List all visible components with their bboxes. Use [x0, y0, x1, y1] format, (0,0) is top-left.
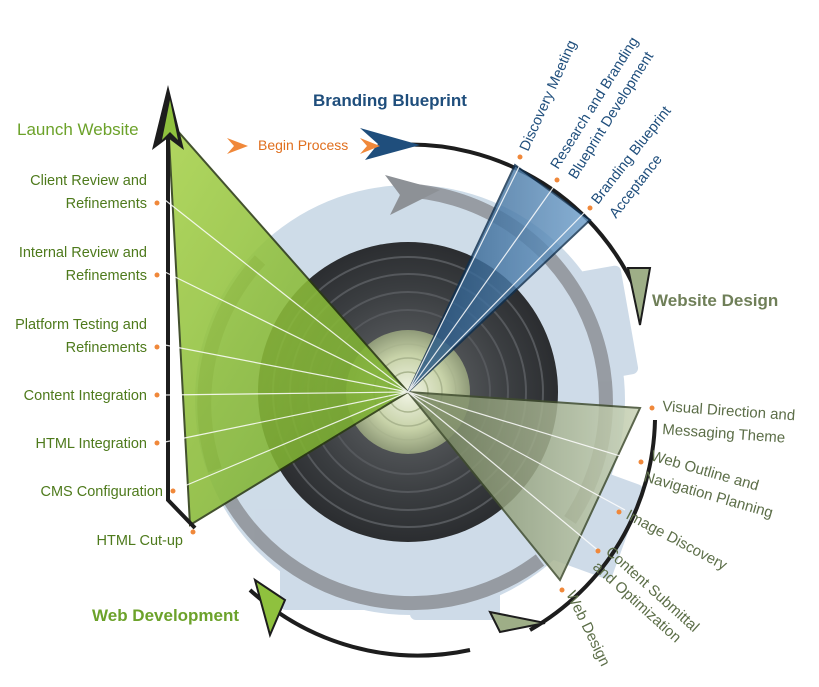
branding-arrow-icon — [360, 128, 420, 160]
internal-review-step-line2: Refinements — [66, 268, 147, 284]
branding-wedge — [407, 163, 592, 393]
cms-configuration-step: CMS Configuration — [41, 484, 164, 500]
client-review-step-line2: Refinements — [66, 196, 147, 212]
launch-arrow-inner-icon — [162, 100, 178, 140]
website-design-arrow-icon — [626, 267, 652, 326]
content-integration-step: Content Integration — [24, 388, 147, 404]
client-review-step-line1: Client Review and — [30, 173, 147, 189]
visual-direction-step-line1: Visual Direction and — [662, 398, 796, 424]
development-step-dots — [154, 200, 196, 535]
image-discovery-step: Image Discovery — [623, 507, 730, 575]
website-design-title: Website Design — [652, 291, 778, 310]
design-step-dots — [559, 405, 655, 593]
inner-cycle-arrow-icon — [385, 175, 440, 215]
begin-chevron-end-icon — [360, 138, 380, 154]
begin-chevron-icon — [227, 138, 248, 154]
web-development-arrow-icon — [253, 577, 287, 639]
web-design-step: Web Design — [562, 588, 613, 669]
html-integration-step: HTML Integration — [36, 436, 147, 452]
launch-arrow-shaft — [166, 120, 197, 530]
web-design-arrow-icon — [488, 610, 546, 634]
web-development-wedge — [166, 117, 410, 527]
web-development-title: Web Development — [92, 606, 239, 625]
visual-direction-step-line2: Messaging Theme — [662, 421, 786, 447]
branding-step-dots — [517, 154, 593, 211]
launch-website-title: Launch Website — [17, 120, 139, 139]
platform-testing-step-line1: Platform Testing and — [15, 317, 147, 333]
step-rays — [164, 164, 641, 553]
branding-blueprint-title: Branding Blueprint — [313, 91, 467, 110]
website-design-wedge — [405, 390, 642, 582]
development-steps: Client Review and Refinements Internal R… — [15, 173, 183, 549]
html-cutup-step: HTML Cut-up — [97, 533, 183, 549]
platform-testing-step-line2: Refinements — [66, 340, 147, 356]
begin-process-label: Begin Process — [258, 137, 348, 153]
internal-review-step-line1: Internal Review and — [19, 245, 147, 261]
